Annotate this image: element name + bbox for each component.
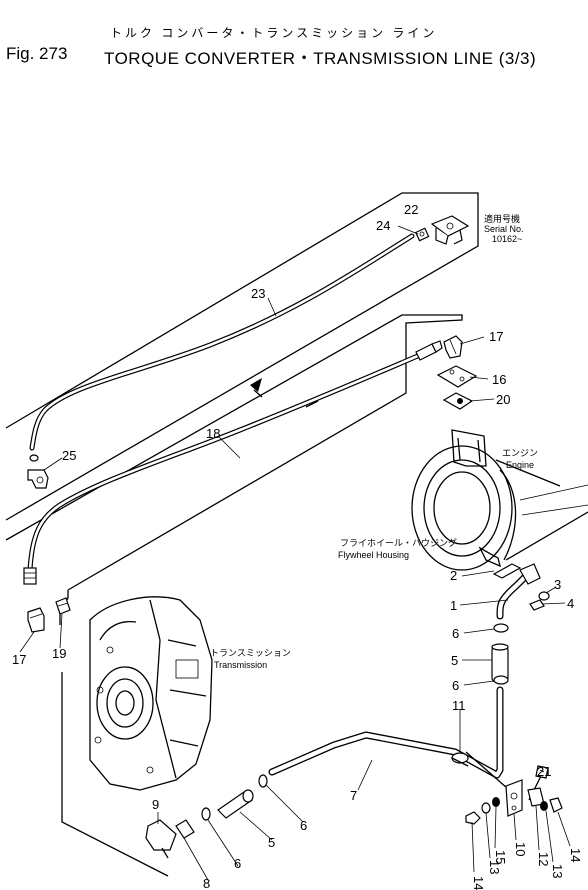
callout-5-horizontal: 5 xyxy=(268,835,275,850)
callout-6-right: 6 xyxy=(300,818,307,833)
elbow-17-lower xyxy=(27,607,45,633)
washer-13-left xyxy=(481,802,491,814)
callout-17-upper: 17 xyxy=(489,329,503,344)
nut-24 xyxy=(414,227,430,242)
callout-1: 1 xyxy=(450,598,457,613)
callout-6-lower: 6 xyxy=(452,678,459,693)
figure-title: TORQUE CONVERTER・TRANSMISSION LINE (3/3) xyxy=(104,49,537,68)
figure-number: Fig. 273 xyxy=(6,44,68,63)
washer-15 xyxy=(492,797,500,807)
elbow-9 xyxy=(145,819,177,859)
callout-13-left: 13 xyxy=(487,860,502,874)
connector-tube-1 xyxy=(496,563,541,620)
callout-21: 21 xyxy=(537,764,551,779)
serial-kit-frame xyxy=(5,192,479,521)
callout-4: 4 xyxy=(567,596,574,611)
serial-note-jp: 適用号機 xyxy=(484,214,521,224)
callout-17-lower: 17 xyxy=(12,652,26,667)
callout-3: 3 xyxy=(554,577,561,592)
callout-25: 25 xyxy=(62,448,76,463)
caption-engine: Engine xyxy=(506,460,534,470)
flywheel-housing xyxy=(411,429,588,571)
serial-note-value: 10162~ xyxy=(492,234,523,244)
nut-4 xyxy=(529,599,545,611)
callout-6-upper: 6 xyxy=(452,626,459,641)
caption-engine-jp: エンジン xyxy=(502,448,538,458)
elbow-17-upper xyxy=(443,335,463,359)
callout-8: 8 xyxy=(203,876,210,890)
callout-19: 19 xyxy=(52,646,66,661)
callout-6-left: 6 xyxy=(234,856,241,871)
callout-18: 18 xyxy=(206,426,220,441)
callout-16: 16 xyxy=(492,372,506,387)
plate-16 xyxy=(436,365,478,388)
callout-14-right: 14 xyxy=(568,848,583,862)
hose-18-end-fitting xyxy=(23,567,37,585)
tube-7 xyxy=(268,686,504,779)
callout-22: 22 xyxy=(404,202,418,217)
nut-14-left xyxy=(465,811,481,825)
tube-7-routing-line xyxy=(61,672,169,877)
elbow-25 xyxy=(27,454,49,489)
transmission-housing xyxy=(89,596,213,791)
callout-20: 20 xyxy=(496,392,510,407)
callout-12: 12 xyxy=(536,852,551,866)
callout-10: 10 xyxy=(513,842,528,856)
serial-note: 適用号機 Serial No. 10162~ xyxy=(484,214,524,244)
hose-18-fitting xyxy=(415,340,443,361)
caption-transmission-jp: トランスミッション xyxy=(210,648,291,658)
callout-14-left: 14 xyxy=(471,876,486,890)
leader-lines xyxy=(19,225,571,881)
gasket-2 xyxy=(492,563,522,579)
callout-24: 24 xyxy=(376,218,390,233)
clamp-6-lower xyxy=(493,675,509,685)
bracket-10 xyxy=(505,779,523,817)
title-japanese: トルク コンバータ・トランスミッション ライン xyxy=(110,26,438,40)
callout-13-right: 13 xyxy=(550,864,565,878)
clip-11 xyxy=(451,752,469,767)
clamp-6-upper xyxy=(493,623,509,633)
flow-arrow xyxy=(250,378,262,392)
clamp-6-right xyxy=(258,774,268,788)
callout-15: 15 xyxy=(493,850,508,864)
washer-3 xyxy=(538,591,550,601)
hose-group-frame xyxy=(5,314,463,591)
callout-7: 7 xyxy=(350,788,357,803)
washer-13-right xyxy=(540,801,548,811)
nut-14-right xyxy=(549,797,563,813)
caption-flywheel-jp: フライホイール・ハウジング xyxy=(340,537,457,548)
hose-5-horizontal xyxy=(217,789,254,819)
bracket-22 xyxy=(430,215,470,245)
caption-transmission: Transmission xyxy=(214,660,267,670)
callout-9: 9 xyxy=(152,797,159,812)
callout-5-vertical: 5 xyxy=(451,653,458,668)
bracket-20 xyxy=(442,392,474,410)
adapter-8 xyxy=(175,819,195,839)
connector-19 xyxy=(55,597,71,615)
caption-flywheel: Flywheel Housing xyxy=(338,550,409,560)
clamp-6-left xyxy=(201,807,211,821)
serial-note-label: Serial No. xyxy=(484,224,524,234)
callout-2: 2 xyxy=(450,568,457,583)
callout-23: 23 xyxy=(251,286,265,301)
callout-11: 11 xyxy=(452,698,466,713)
